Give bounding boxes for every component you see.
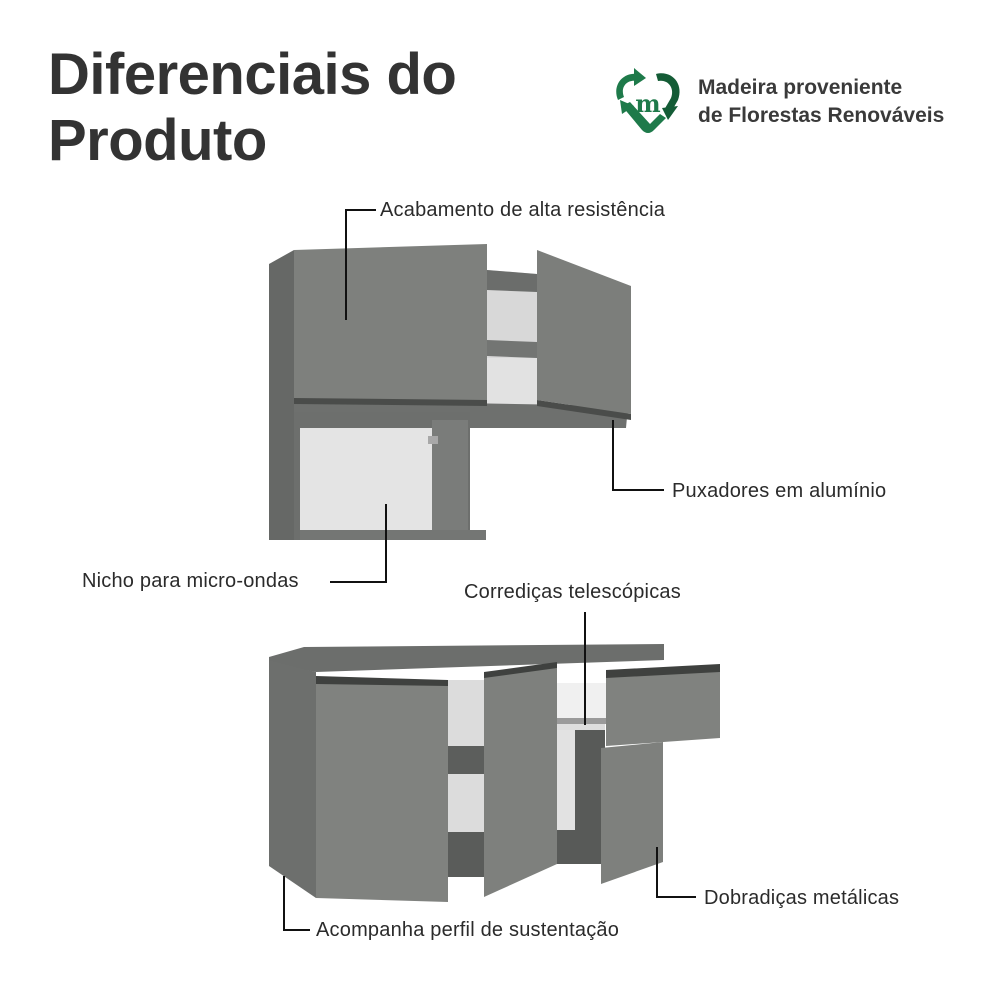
page-title: Diferenciais do Produto [48,42,457,174]
upper-cabinet [269,244,631,540]
callout-metal-hinges: Dobradiças metálicas [704,887,900,909]
leader-profile [283,876,310,931]
leader-microwave [330,504,387,583]
callout-telescopic-slides: Corrediças telescópicas [464,581,681,603]
leader-hinges [656,847,696,898]
callout-finish: Acabamento de alta resistência [380,199,666,221]
renewable-wood-badge: m Madeira proveniente de Florestas Renov… [608,66,988,138]
leader-finish [345,209,376,320]
callout-support-profile: Acompanha perfil de sustentação [316,919,620,941]
callout-handles: Puxadores em alumínio [672,480,887,502]
callout-microwave-niche: Nicho para micro-ondas [82,570,299,592]
svg-text:m: m [635,89,660,118]
badge-line-1: Madeira proveniente [698,76,903,99]
title-line-1: Diferenciais do [48,42,457,107]
recycle-heart-m-icon: m [616,68,680,133]
leader-handles [612,420,664,491]
badge-line-2: de Florestas Renováveis [698,104,945,127]
badge-text: Madeira proveniente de Florestas Renováv… [698,74,944,130]
title-line-2: Produto [48,108,267,173]
lower-cabinet [269,644,720,902]
leader-lines [283,209,696,931]
